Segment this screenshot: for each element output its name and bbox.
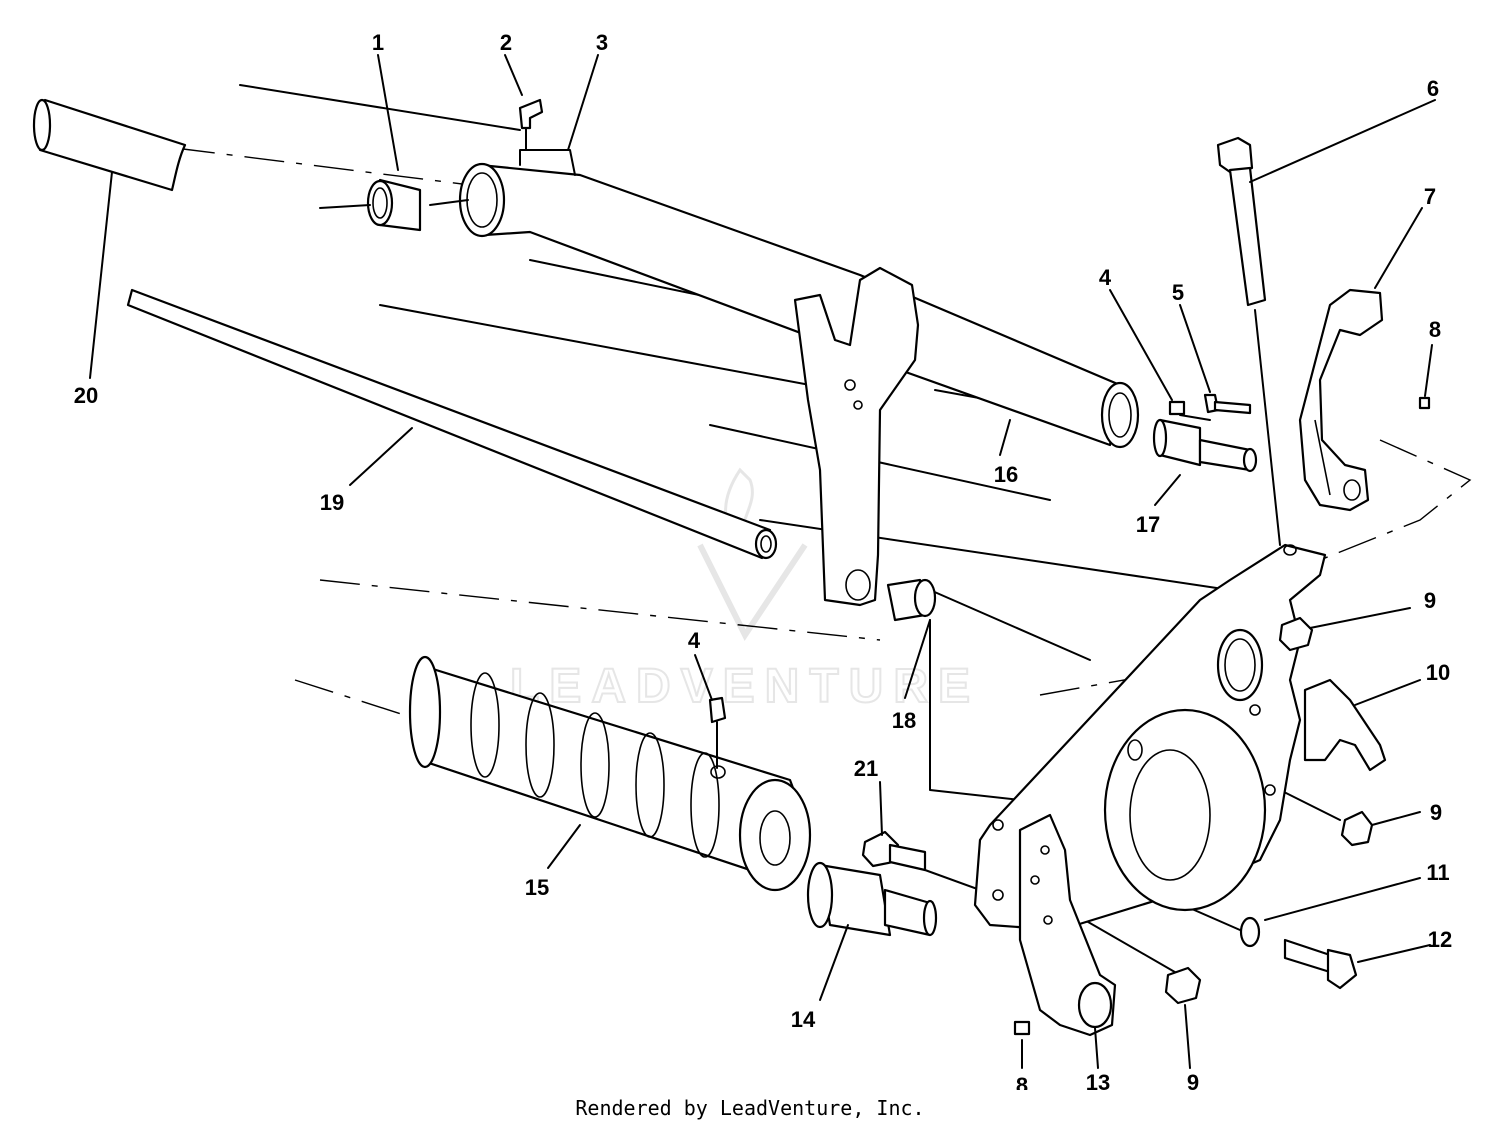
part-17-pin <box>1152 418 1258 473</box>
callout-18: 18 <box>892 708 916 733</box>
callout-9-lower: 9 <box>1187 1070 1199 1090</box>
part-13-lower-link <box>1018 813 1117 1037</box>
callout-4-upper: 4 <box>1099 265 1112 290</box>
callout-7: 7 <box>1424 184 1436 209</box>
part-9-nut-middle <box>1340 810 1374 847</box>
lift-arm <box>793 266 920 607</box>
callout-labels: 1 2 3 4 5 6 7 8 9 10 9 11 12 9 13 8 14 1… <box>74 30 1452 1090</box>
part-18-spacer <box>886 578 937 622</box>
part-14-pivot-shaft <box>806 861 938 937</box>
callout-12: 12 <box>1428 927 1452 952</box>
credit-line: Rendered by LeadVenture, Inc. <box>575 1096 925 1120</box>
part-4-lower-fitting <box>708 696 727 769</box>
callout-20: 20 <box>74 383 98 408</box>
part-10-clamp <box>1303 678 1387 772</box>
part-7-bracket-arm <box>1298 288 1384 512</box>
part-15-spring <box>408 655 812 892</box>
callout-8-lower: 8 <box>1016 1073 1028 1090</box>
callout-6: 6 <box>1427 76 1439 101</box>
callout-19: 19 <box>320 490 344 515</box>
callout-16: 16 <box>994 462 1018 487</box>
callout-13: 13 <box>1086 1070 1110 1090</box>
callout-11: 11 <box>1426 860 1449 885</box>
callout-8-upper: 8 <box>1429 317 1441 342</box>
callout-1: 1 <box>372 30 384 55</box>
part-8-lower-set-screw <box>1013 1020 1031 1036</box>
callout-2: 2 <box>500 30 512 55</box>
part-4-upper-fitting <box>1168 400 1186 416</box>
part-5-bolt <box>1203 393 1252 415</box>
part-11-snap-ring <box>1239 916 1261 948</box>
callout-5: 5 <box>1172 280 1184 305</box>
part-2-grease-fitting <box>518 98 544 151</box>
callout-10: 10 <box>1426 660 1450 685</box>
part-8-upper-set-screw <box>1418 396 1431 410</box>
part-3-tube-housing <box>429 149 1140 449</box>
part-6-long-bolt <box>1216 136 1267 307</box>
part-9-nut-upper <box>1278 616 1314 652</box>
part-20-pipe <box>32 98 187 192</box>
callout-15: 15 <box>525 875 549 900</box>
part-21-bolt <box>861 830 927 872</box>
exploded-parts-diagram: LEADVENTURE <box>32 30 1472 1090</box>
leadventure-watermark: LEADVENTURE <box>509 467 980 714</box>
callout-14: 14 <box>791 1007 816 1032</box>
callout-21: 21 <box>854 756 878 781</box>
watermark-text: LEADVENTURE <box>510 660 980 713</box>
part-19-rod <box>126 288 778 560</box>
callout-3: 3 <box>596 30 608 55</box>
side-plate <box>973 543 1327 932</box>
part-9-nut-lower <box>1164 966 1202 1005</box>
callout-9-middle: 9 <box>1430 800 1442 825</box>
callout-4-lower: 4 <box>688 628 701 653</box>
part-1-bushing <box>319 178 422 232</box>
callout-17: 17 <box>1136 512 1160 537</box>
callout-9-upper: 9 <box>1424 588 1436 613</box>
leader-lines <box>89 54 1436 1069</box>
part-12-bolt <box>1283 938 1358 990</box>
